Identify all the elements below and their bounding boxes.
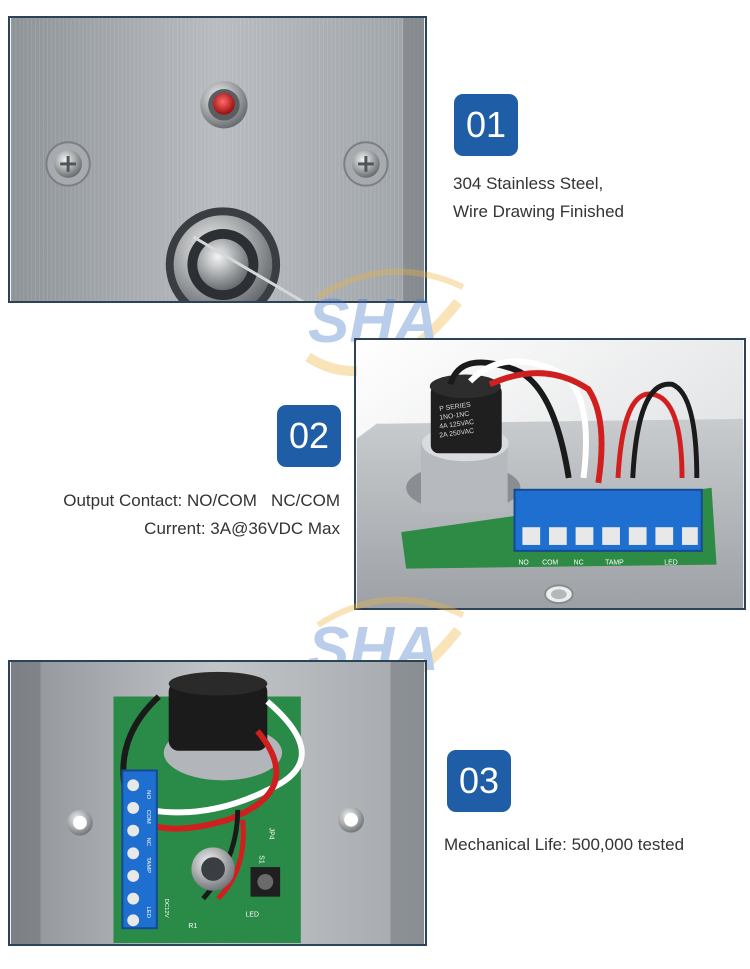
stainless-panel-illustration bbox=[10, 18, 425, 301]
switch-label-3: 4A 125VAC bbox=[439, 419, 475, 431]
feature-description-01: 304 Stainless Steel, Wire Drawing Finish… bbox=[453, 170, 624, 226]
terminal-label-tamp: TAMP bbox=[145, 857, 151, 873]
feature-02-line-1: Output Contact: NO/COM NC/COM bbox=[63, 491, 340, 510]
terminal-block bbox=[513, 488, 703, 552]
board-label-r1: R1 bbox=[188, 923, 197, 930]
left-screw bbox=[45, 141, 91, 187]
feature-03-line-1: Mechanical Life: 500,000 tested bbox=[444, 835, 685, 854]
board-label-led: LED bbox=[246, 911, 259, 918]
terminal-label-nc: NC bbox=[574, 560, 584, 567]
tamper-button bbox=[250, 867, 281, 897]
switch-label-2: 1NO-1NC bbox=[439, 411, 470, 422]
right-screw bbox=[343, 141, 389, 187]
switch-label-4: 2A 250VAC bbox=[439, 428, 475, 440]
rear-circuit-photo: NO COM NC TAMP LED JP4 S1 R1 DC12V LED bbox=[8, 660, 427, 946]
feature-number-02: 02 bbox=[277, 405, 341, 467]
terminal-label-led: LED bbox=[664, 560, 677, 567]
mounting-hole bbox=[544, 584, 574, 605]
board-label-dc12v: DC12V bbox=[163, 899, 169, 918]
terminal-label-tamp: TAMP bbox=[605, 560, 624, 567]
rear-circuit-illustration: NO COM NC TAMP LED JP4 S1 R1 DC12V LED bbox=[10, 662, 425, 944]
terminal-board-photo: P SERIES 1NO-1NC 4A 125VAC 2A 250VAC NO … bbox=[354, 338, 746, 610]
push-button-switch: P SERIES 1NO-1NC 4A 125VAC 2A 250VAC bbox=[406, 374, 521, 513]
feature-02-line-2: Current: 3A@36VDC Max bbox=[144, 519, 340, 538]
feature-01-line-2: Wire Drawing Finished bbox=[453, 202, 624, 221]
feature-number-01: 01 bbox=[454, 94, 518, 156]
key-switch bbox=[165, 207, 305, 301]
terminal-label-com: COM bbox=[145, 810, 151, 824]
feature-number-03: 03 bbox=[447, 750, 511, 812]
left-mounting-hole bbox=[67, 809, 93, 836]
terminal-label-nc: NC bbox=[145, 838, 151, 847]
terminal-label-led: LED bbox=[145, 907, 151, 919]
board-label-s1: S1 bbox=[257, 855, 264, 864]
terminal-label-com: COM bbox=[542, 560, 558, 567]
stainless-panel-photo bbox=[8, 16, 427, 303]
terminal-board-illustration: P SERIES 1NO-1NC 4A 125VAC 2A 250VAC NO … bbox=[356, 340, 744, 608]
terminal-label-no: NO bbox=[518, 560, 529, 567]
feature-description-03: Mechanical Life: 500,000 tested bbox=[444, 831, 684, 859]
terminal-label-no: NO bbox=[145, 790, 151, 799]
push-button-switch bbox=[163, 671, 283, 781]
switch-label-1: P SERIES bbox=[439, 402, 472, 413]
feature-01-line-1: 304 Stainless Steel, bbox=[453, 174, 604, 193]
terminal-block bbox=[121, 769, 158, 930]
right-mounting-hole bbox=[338, 806, 364, 833]
led-indicator bbox=[200, 81, 248, 129]
feature-description-02: Output Contact: NO/COM NC/COM Current: 3… bbox=[63, 487, 340, 543]
board-label-jp4: JP4 bbox=[267, 828, 274, 840]
led-holder bbox=[191, 847, 235, 891]
